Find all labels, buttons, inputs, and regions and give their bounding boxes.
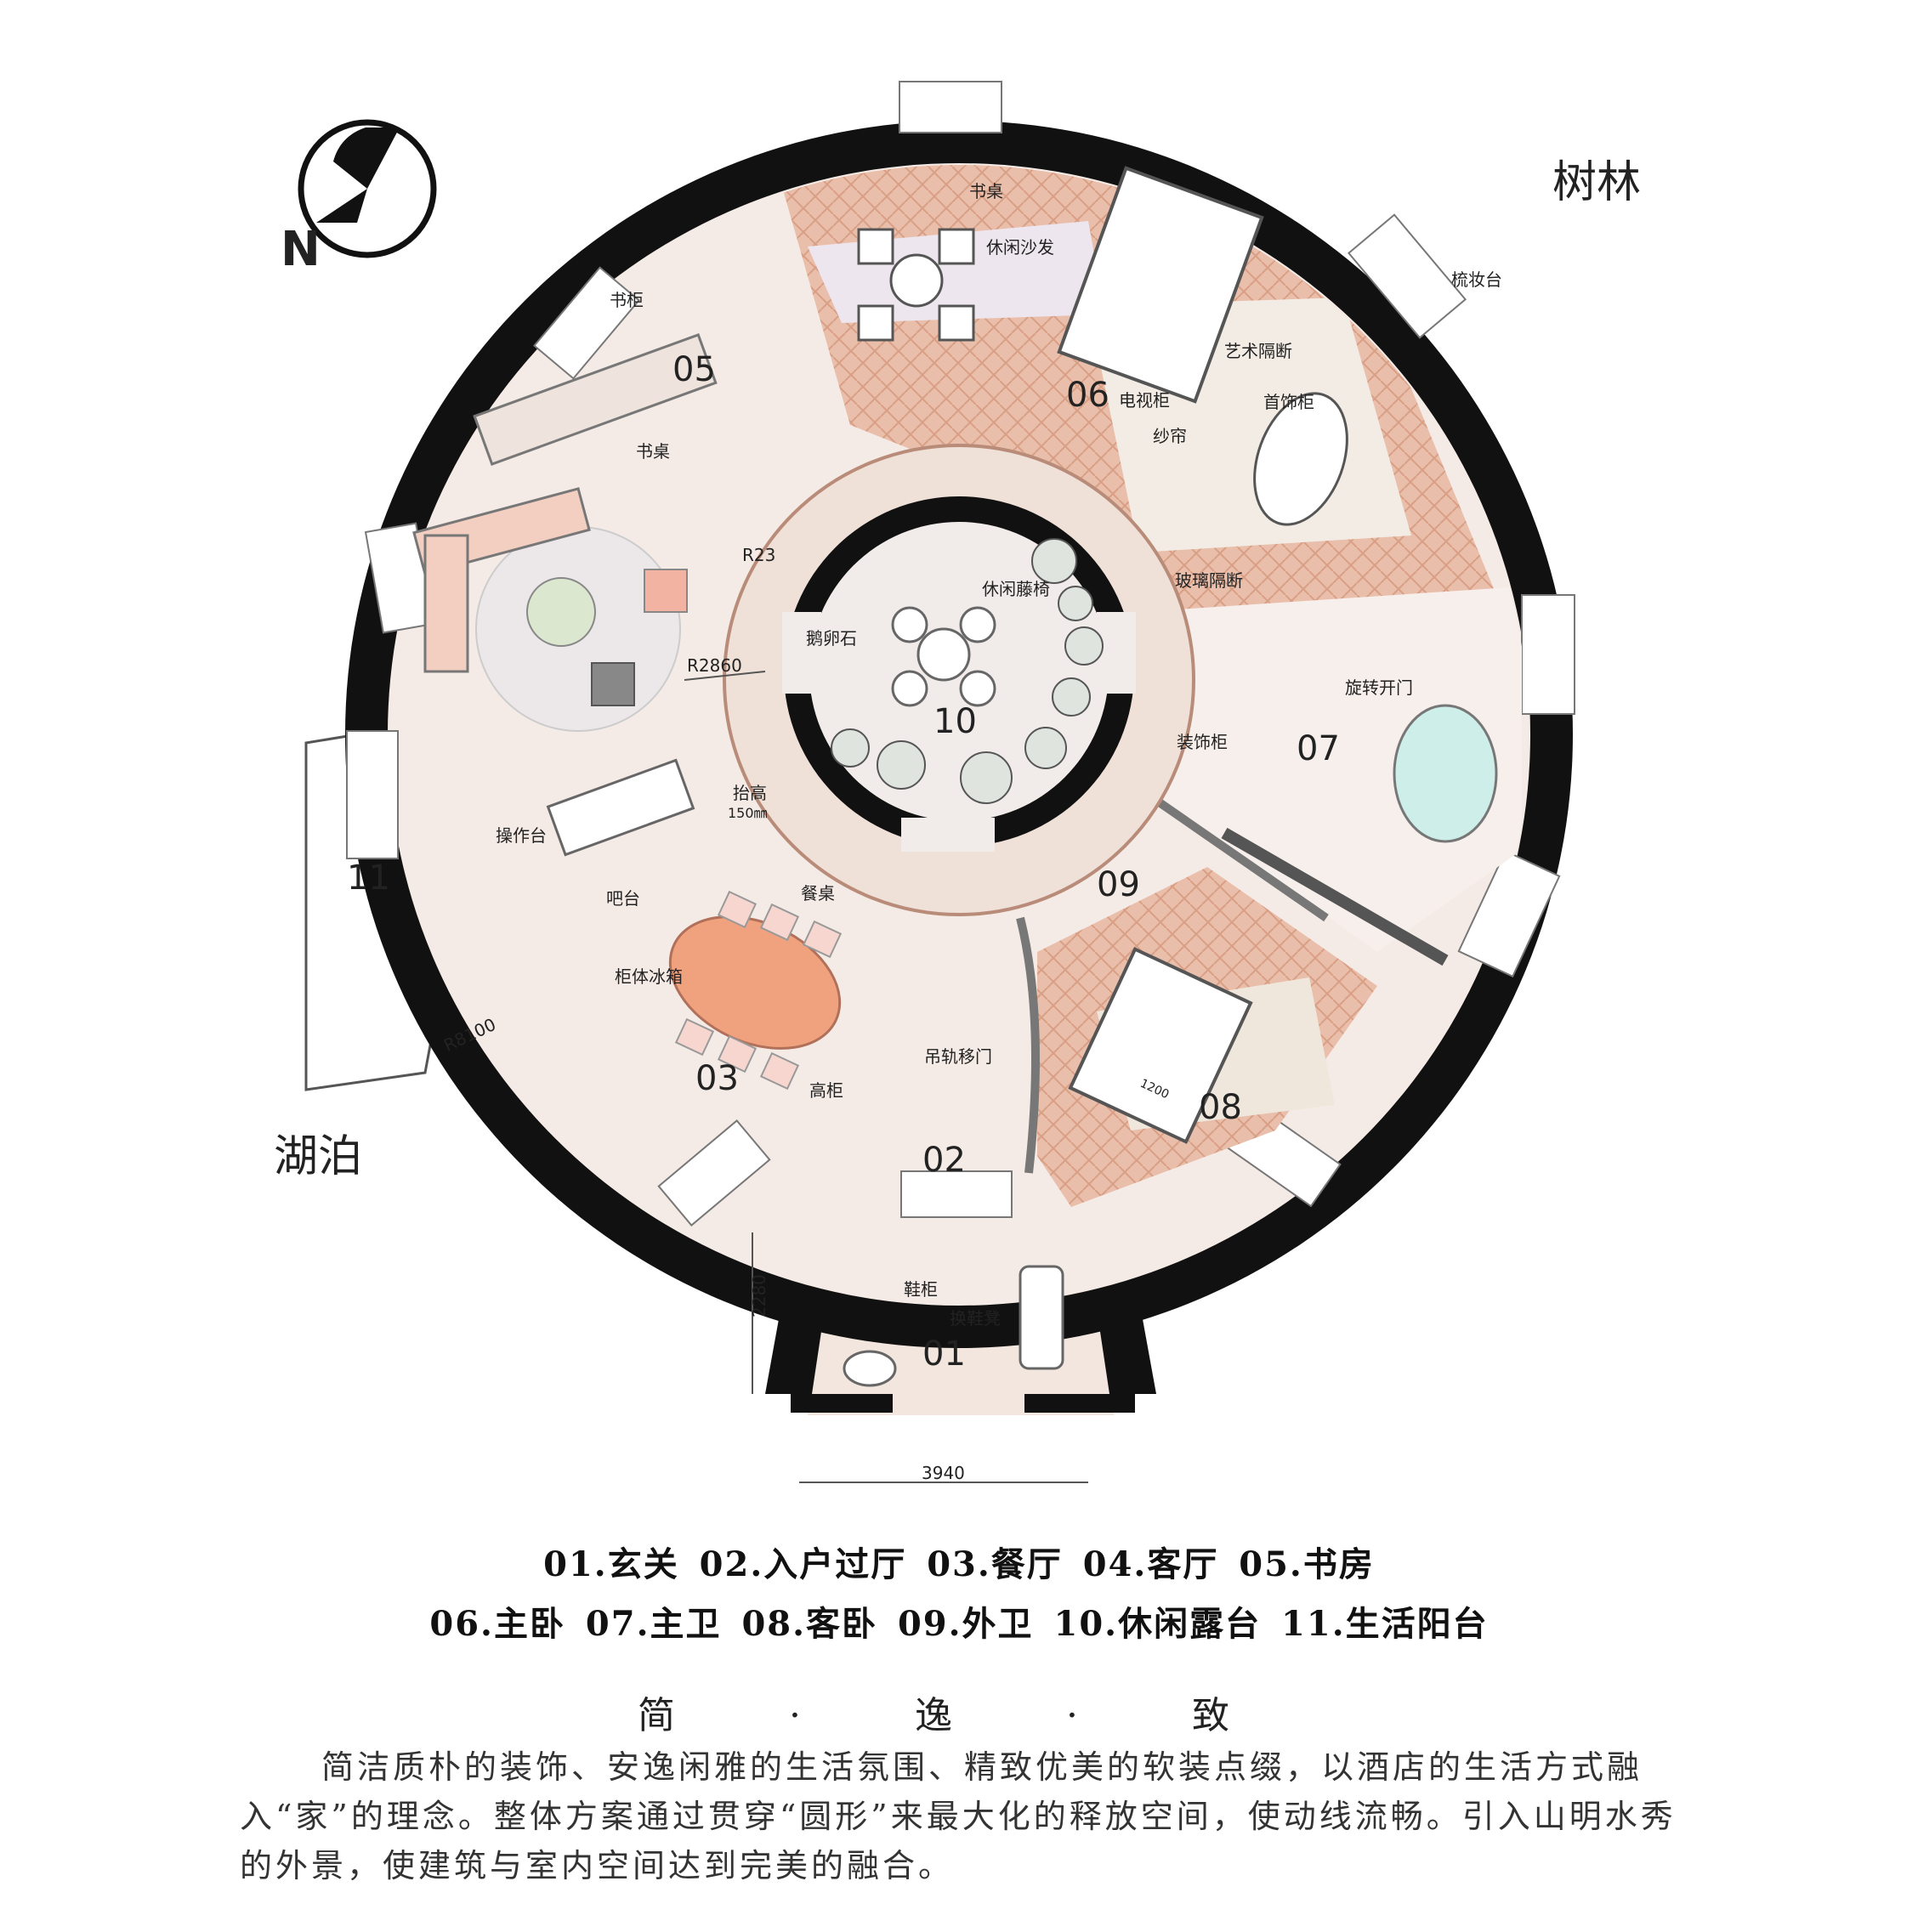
room-09: 09 — [1097, 865, 1140, 904]
legend-item: 09.外卫 — [897, 1604, 1034, 1644]
label-leisure-sofa: 休闲沙发 — [986, 237, 1054, 258]
guest-bed — [1068, 947, 1253, 1144]
legend-item: 11.生活阳台 — [1281, 1604, 1489, 1644]
leisure-sofa-set — [857, 228, 975, 342]
dim-entry-depth: 2280 — [749, 1274, 769, 1317]
label-fridge: 柜体冰箱 — [615, 966, 683, 987]
legend-item: 10.休闲露台 — [1053, 1604, 1262, 1644]
room-05: 05 — [672, 350, 716, 389]
label-leisure-rattan: 休闲藤椅 — [982, 579, 1050, 599]
label-track-door: 吊轨移门 — [924, 1046, 992, 1067]
label-dining-table: 餐桌 — [801, 883, 835, 904]
annotations: 书桌 休闲沙发 梳妆台 艺术隔断 电视柜 首饰柜 纱帘 玻璃隔断 书柜 书桌 休… — [496, 181, 1502, 1329]
legend-item: 04.客厅 — [1082, 1544, 1219, 1584]
label-desk-top: 书桌 — [969, 181, 1003, 201]
legend-item: 08.客卧 — [741, 1604, 878, 1644]
compass: N — [281, 119, 437, 277]
legend-line-2: 06.主卧 07.主卫 08.客卧 09.外卫 10.休闲露台 11.生活阳台 — [0, 1596, 1918, 1646]
dimension-lines — [684, 671, 1088, 1483]
room-06: 06 — [1066, 376, 1109, 415]
label-shoe-cabinet: 鞋柜 — [904, 1279, 938, 1300]
vestibule-furniture — [843, 1265, 1064, 1387]
rattan-chairs — [891, 606, 996, 707]
room-10: 10 — [933, 702, 977, 741]
kitchen-counter — [546, 758, 695, 857]
label-deco-cabinet: 装饰柜 — [1177, 732, 1228, 752]
room-11: 11 — [347, 858, 390, 898]
label-counter: 操作台 — [496, 825, 547, 846]
description: 简洁质朴的装饰、安逸闲雅的生活氛围、精致优美的软装点缀，以酒店的生活方式融入“家… — [240, 1748, 1677, 1884]
lake-label: 湖泊 — [274, 1131, 362, 1182]
courtyard-plants — [831, 538, 1104, 804]
legend-item: 05.书房 — [1239, 1544, 1375, 1584]
legend-line-1: 01.玄关 02.入户过厅 03.餐厅 04.客厅 05.书房 — [0, 1537, 1918, 1586]
legend-item: 07.主卫 — [585, 1604, 722, 1644]
label-dresser: 梳妆台 — [1451, 269, 1502, 290]
dim-entry-width: 3940 — [922, 1463, 965, 1483]
legend-item: 02.入户过厅 — [699, 1544, 907, 1584]
master-bed — [1057, 166, 1348, 526]
label-jewelry-cabinet: 首饰柜 — [1263, 392, 1314, 412]
room-01: 01 — [922, 1334, 966, 1374]
legend-item: 03.餐厅 — [927, 1544, 1063, 1584]
label-raised: 抬高 — [733, 783, 767, 803]
label-raised-value: 150㎜ — [728, 805, 768, 821]
label-art-partition: 艺术隔断 — [1224, 341, 1292, 361]
label-tall-cabinet: 高柜 — [809, 1080, 843, 1101]
window-opening — [899, 81, 1002, 133]
label-rotating-door: 旋转开门 — [1345, 677, 1413, 698]
label-bookcase: 书柜 — [610, 290, 644, 310]
bathtub — [1393, 704, 1498, 843]
subtitle: 简 · 逸 · 致 — [638, 1694, 1280, 1737]
room-02: 02 — [922, 1141, 966, 1180]
label-desk-study: 书桌 — [636, 441, 670, 462]
label-tv-cabinet: 电视柜 — [1119, 390, 1170, 411]
dining-table — [668, 890, 843, 1091]
label-pebbles: 鹅卵石 — [806, 628, 857, 649]
forest-label: 树林 — [1552, 157, 1641, 208]
legend-item: 01.玄关 — [543, 1544, 679, 1584]
dim-r-small: R23 — [742, 545, 775, 565]
legend-item: 06.主卧 — [429, 1604, 565, 1644]
room-08: 08 — [1199, 1088, 1242, 1127]
study-desk — [412, 333, 718, 706]
compass-needle-icon — [333, 127, 400, 189]
north-label: N — [281, 222, 321, 277]
label-bar: 吧台 — [606, 888, 640, 909]
room-07: 07 — [1297, 729, 1340, 768]
room-numbers: 01 02 03 05 06 07 08 09 10 11 — [347, 350, 1340, 1374]
room-03: 03 — [695, 1059, 739, 1098]
label-glass-partition: 玻璃隔断 — [1175, 570, 1243, 591]
dim-r-inner: R2860 — [687, 655, 742, 676]
label-shoe-bench: 换鞋凳 — [950, 1308, 1001, 1329]
label-curtain: 纱帘 — [1153, 426, 1187, 446]
